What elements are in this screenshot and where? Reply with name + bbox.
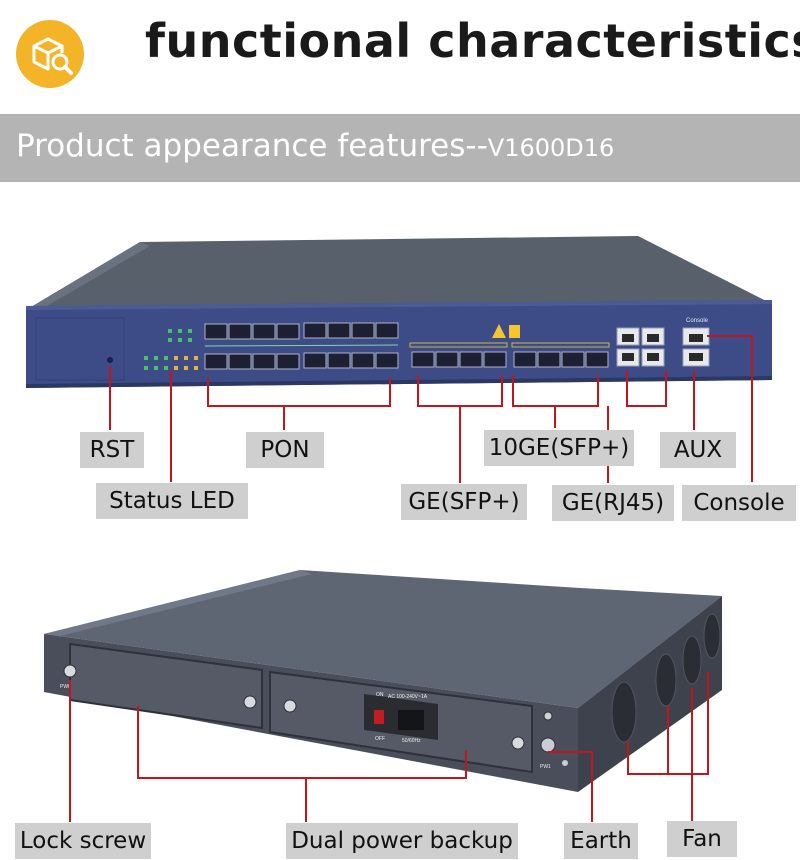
banner-text: Product appearance features--: [16, 128, 488, 164]
ge-sfp-ports: [411, 351, 507, 368]
label-fan: Fan: [667, 821, 737, 857]
label-console: Console: [682, 485, 796, 521]
marking-pw0: PW0: [60, 684, 71, 690]
marking-frequency: 50/60Hz: [402, 738, 421, 744]
box-search-icon: [16, 20, 84, 88]
marking-off: OFF: [375, 736, 385, 742]
front-leader-lines: [109, 335, 753, 483]
marking-rating: AC 100-240V~1A: [388, 694, 428, 700]
label-dual-power: Dual power backup: [286, 823, 518, 859]
section-banner: [0, 114, 800, 182]
label-status-led: Status LED: [96, 483, 248, 519]
power-switch: [374, 710, 384, 724]
reset-hole: [107, 357, 113, 363]
label-earth: Earth: [564, 823, 638, 859]
label-pon: PON: [246, 432, 324, 468]
label-10ge-sfp: 10GE(SFP+): [484, 430, 634, 466]
banner-model: V1600D16: [487, 134, 615, 162]
pon-ports: [204, 322, 399, 370]
lock-screw-left: [63, 664, 77, 678]
rear-device-top: [44, 570, 722, 708]
label-aux: AUX: [660, 432, 736, 468]
marking-on: ON: [376, 692, 384, 698]
banner-title: Product appearance features--V1600D16: [16, 128, 614, 164]
rear-leader-lines: [69, 672, 709, 822]
earth-screw: [540, 737, 556, 753]
marking-pw1: PW1: [540, 764, 551, 770]
ten-ge-ports: [513, 351, 609, 368]
label-rst: RST: [80, 432, 144, 468]
front-device-top: [26, 236, 772, 310]
label-ge-sfp: GE(SFP+): [401, 484, 527, 520]
laser-warning-icon: [492, 324, 506, 338]
status-led-array: [144, 329, 198, 370]
page-title: functional characteristics: [145, 14, 800, 68]
console-port-label: Console: [686, 318, 709, 324]
fan-vents: [611, 613, 721, 743]
label-ge-rj45: GE(RJ45): [552, 485, 674, 521]
label-lock-screw: Lock screw: [15, 823, 151, 859]
